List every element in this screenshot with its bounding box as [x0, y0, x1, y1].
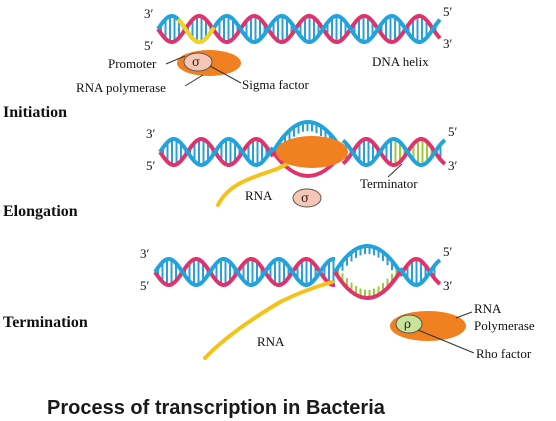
template-strand [341, 137, 447, 167]
open-bubble [333, 244, 402, 300]
row3-right-bottom-end: 3′ [443, 278, 453, 293]
termination-dna-helix [153, 244, 442, 300]
row3-left-top-end: 3′ [140, 246, 150, 261]
row3-left-bottom-end: 5′ [140, 278, 150, 293]
row1-left-top-end: 3′ [144, 6, 154, 21]
row2-right-top-end: 5′ [448, 124, 458, 139]
row2-left-top-end: 3′ [146, 126, 156, 141]
promoter-region [176, 17, 216, 44]
termination-label: Termination [3, 314, 88, 331]
terminator-pointer [387, 163, 403, 178]
sigma-factor-label: Sigma factor [242, 77, 309, 92]
coding-strand [341, 137, 447, 167]
coding-strand [153, 257, 336, 287]
rna-polymerase-label: RNA polymerase [76, 80, 166, 95]
row2-left-bottom-end: 5′ [146, 158, 156, 173]
rna-polymerase-pointer [455, 311, 473, 319]
rho-factor-pointer [417, 329, 475, 354]
sigma-symbol: σ [301, 191, 309, 205]
rna-label: RNA [257, 334, 285, 349]
coding-strand [398, 258, 442, 287]
initiation-dna-helix [156, 14, 442, 44]
rho-symbol: ρ [404, 317, 411, 331]
coding-strand [333, 244, 402, 274]
dna-helix-label: DNA helix [372, 54, 429, 69]
template-strand [333, 270, 402, 300]
elongation-label: Elongation [3, 203, 78, 220]
released-rna-transcript [203, 280, 334, 360]
rna-polymerase-shape [276, 136, 348, 168]
terminator-label: Terminator [360, 176, 418, 191]
rho-factor-label: Rho factor [476, 346, 532, 361]
row3-right-top-end: 5′ [443, 244, 453, 259]
dna-helix-strands [156, 14, 442, 44]
promoter-label: Promoter [108, 56, 157, 71]
coding-strand [158, 137, 275, 167]
sigma-factor-pointer [209, 65, 242, 84]
released-sigma-factor [292, 188, 322, 208]
rna-polymerase-pointer [184, 74, 204, 87]
sigma-factor-shape [183, 52, 213, 72]
dna-helix-strands [153, 257, 442, 287]
initiation-label: Initiation [3, 104, 67, 121]
template-strand [156, 14, 442, 44]
promoter-pointer [165, 55, 186, 65]
sigma-symbol: σ [192, 55, 200, 69]
rna-label: RNA [245, 188, 273, 203]
template-strand [158, 137, 275, 167]
figure-caption: Process of transcription in Bacteria [47, 397, 386, 419]
rna-polymerase-label-line2: Polymerase [474, 318, 535, 333]
template-strand [153, 257, 336, 287]
row2-right-bottom-end: 3′ [448, 158, 458, 173]
rho-factor-shape [395, 314, 423, 334]
dna-helix-strands [158, 137, 447, 167]
row1-left-bottom-end: 5′ [144, 38, 154, 53]
rna-polymerase-label-line1: RNA [474, 301, 502, 316]
row1-right-top-end: 5′ [443, 4, 453, 19]
template-strand [398, 257, 442, 286]
row1-right-bottom-end: 3′ [443, 36, 453, 51]
